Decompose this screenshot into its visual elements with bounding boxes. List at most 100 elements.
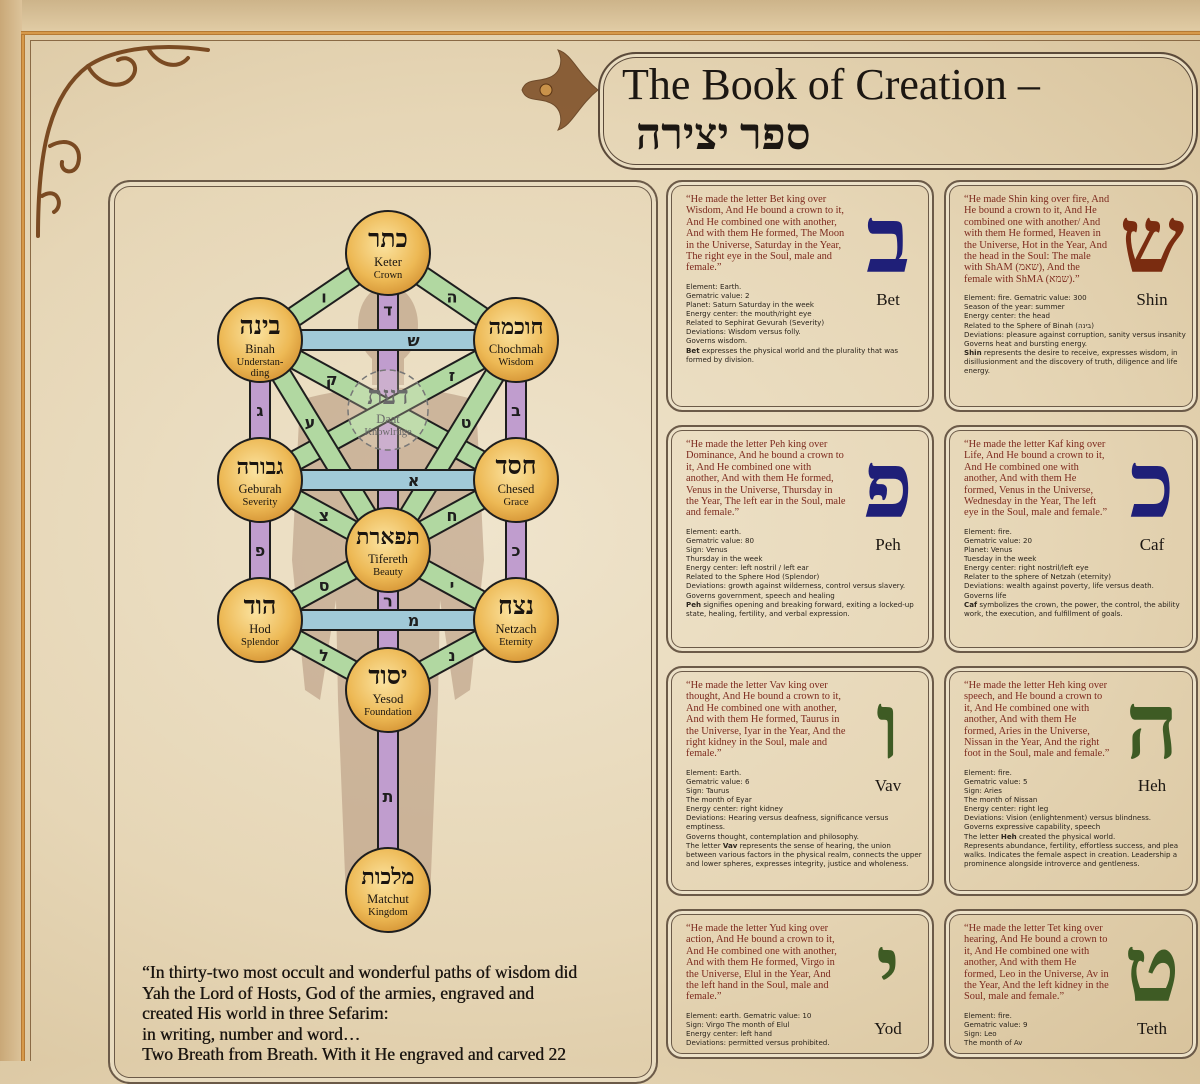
- description-text: created the physical world.: [1016, 831, 1116, 841]
- detail-line: Planet: Venus: [964, 545, 1013, 555]
- path-letter: ק: [326, 370, 338, 389]
- detail-line: Governs life: [964, 590, 1007, 600]
- detail-line: Represents abundance, fertility, effortl…: [964, 840, 1179, 850]
- detail-line: Energy center: the head: [964, 311, 1051, 321]
- detail-line: Energy center: left nostril / left ear: [686, 563, 809, 573]
- description-text: expresses the physical world and the plu…: [699, 345, 899, 355]
- detail-line: Energy center: right nostril/left eye: [964, 563, 1089, 573]
- sephirah-name: Chochmah: [489, 342, 544, 356]
- sephirah-name: Keter: [374, 255, 403, 269]
- detail-line: Governs wisdom.: [686, 336, 748, 346]
- detail-line: Element: fire.: [964, 526, 1012, 536]
- letter-name: Yod: [874, 1019, 902, 1038]
- path-letter: ח: [447, 506, 458, 525]
- detail-line: Deviations: growth against wilderness, c…: [686, 581, 906, 591]
- hebrew-letter-glyph: כ: [1129, 435, 1175, 537]
- detail-line: Energy center: left hand: [686, 1029, 773, 1039]
- path-letter: נ: [448, 646, 455, 665]
- detail-line: Gematric value: 5: [964, 776, 1028, 786]
- gold-border-left: [21, 31, 25, 1061]
- description-letter: Caf: [964, 599, 978, 609]
- detail-line: Deviations: Hearing versus deafness, sig…: [686, 813, 889, 823]
- description-line: The letter Heh created the physical worl…: [964, 832, 1188, 841]
- sephirah-meaning: ding: [251, 368, 270, 379]
- gold-border-top: [21, 31, 1200, 35]
- description-line: Shin represents the desire to receive, e…: [964, 348, 1188, 357]
- sephirah-meaning: Grace: [503, 497, 528, 508]
- corner-flourish-icon: [36, 45, 210, 238]
- path-letter: ד: [383, 300, 392, 319]
- description-letter: Heh: [1000, 831, 1017, 841]
- detail-line: Element: fire.: [964, 1010, 1012, 1020]
- sephirah-hebrew: נצח: [498, 591, 534, 620]
- detail-line: Element: fire. Gematric value: 300: [964, 293, 1087, 303]
- banner-ornament-icon: [521, 49, 599, 131]
- sephirah-hebrew: דעת: [367, 381, 408, 410]
- detail-line: Deviations: Wisdom versus folly.: [686, 327, 801, 337]
- sephirah-hebrew: חסד: [495, 451, 536, 480]
- detail-line: formed by division.: [686, 354, 755, 364]
- path-letter: צ: [319, 506, 329, 525]
- sephirah-meaning: Splendor: [241, 637, 279, 648]
- detail-line: Tuesday in the week: [964, 554, 1037, 564]
- letter-name: Bet: [876, 290, 900, 309]
- path-letter: ס: [319, 576, 330, 595]
- detail-line: Governs thought, contemplation and philo…: [686, 831, 859, 841]
- path-letter: ז: [449, 366, 455, 385]
- detail-line: Governs expressive capability, speech: [964, 822, 1101, 832]
- detail-line: Element: Earth.: [686, 281, 742, 291]
- detail-line: Related to the Sphere Hod (Splendor): [686, 572, 820, 582]
- description-line: Caf symbolizes the crown, the power, the…: [964, 600, 1188, 609]
- sephirah-hebrew: תפארת: [356, 524, 420, 550]
- detail-line: work, the execution, and fulfillment of …: [964, 608, 1123, 618]
- path-letter: י: [450, 576, 455, 595]
- letter-name: Peh: [875, 535, 901, 554]
- sephirah-name: Matchut: [367, 892, 409, 906]
- sephirah-meaning: Severity: [243, 497, 279, 508]
- hebrew-letter-glyph: פ: [862, 435, 914, 537]
- detail-line: between various factors in the physical …: [686, 849, 922, 859]
- detail-line: Relater to the sphere of Netzah (eternit…: [964, 572, 1111, 582]
- sephirah-hebrew: חוכמה: [488, 314, 543, 340]
- card-quote: “He made the letter Heh king over speech…: [964, 680, 1110, 760]
- inner-border-top: [30, 40, 1200, 41]
- description-letter: Peh: [686, 599, 702, 609]
- title-hebrew: ספר יצירה: [636, 110, 811, 159]
- hebrew-letter-glyph: ו: [876, 676, 900, 778]
- sephirah-hebrew: הוד: [244, 591, 277, 620]
- detail-line: Gematric value: 9: [964, 1019, 1028, 1029]
- sephirah-hebrew: מלכות: [361, 864, 414, 890]
- path-letter: ה: [447, 288, 458, 307]
- description-prefix: The letter: [964, 831, 1001, 841]
- detail-line: Sign: Venus: [686, 545, 728, 555]
- title-english: The Book of Creation –: [622, 60, 1040, 109]
- sephirah-name: Yesod: [373, 692, 404, 706]
- detail-line: Season of the year: summer: [964, 302, 1065, 312]
- letter-name: Vav: [874, 776, 902, 795]
- inner-border-left: [30, 40, 31, 1061]
- sephirah-meaning: Wisdom: [498, 357, 533, 368]
- description-prefix: The letter: [686, 840, 723, 850]
- detail-line: Governs heat and bursting energy.: [964, 338, 1088, 348]
